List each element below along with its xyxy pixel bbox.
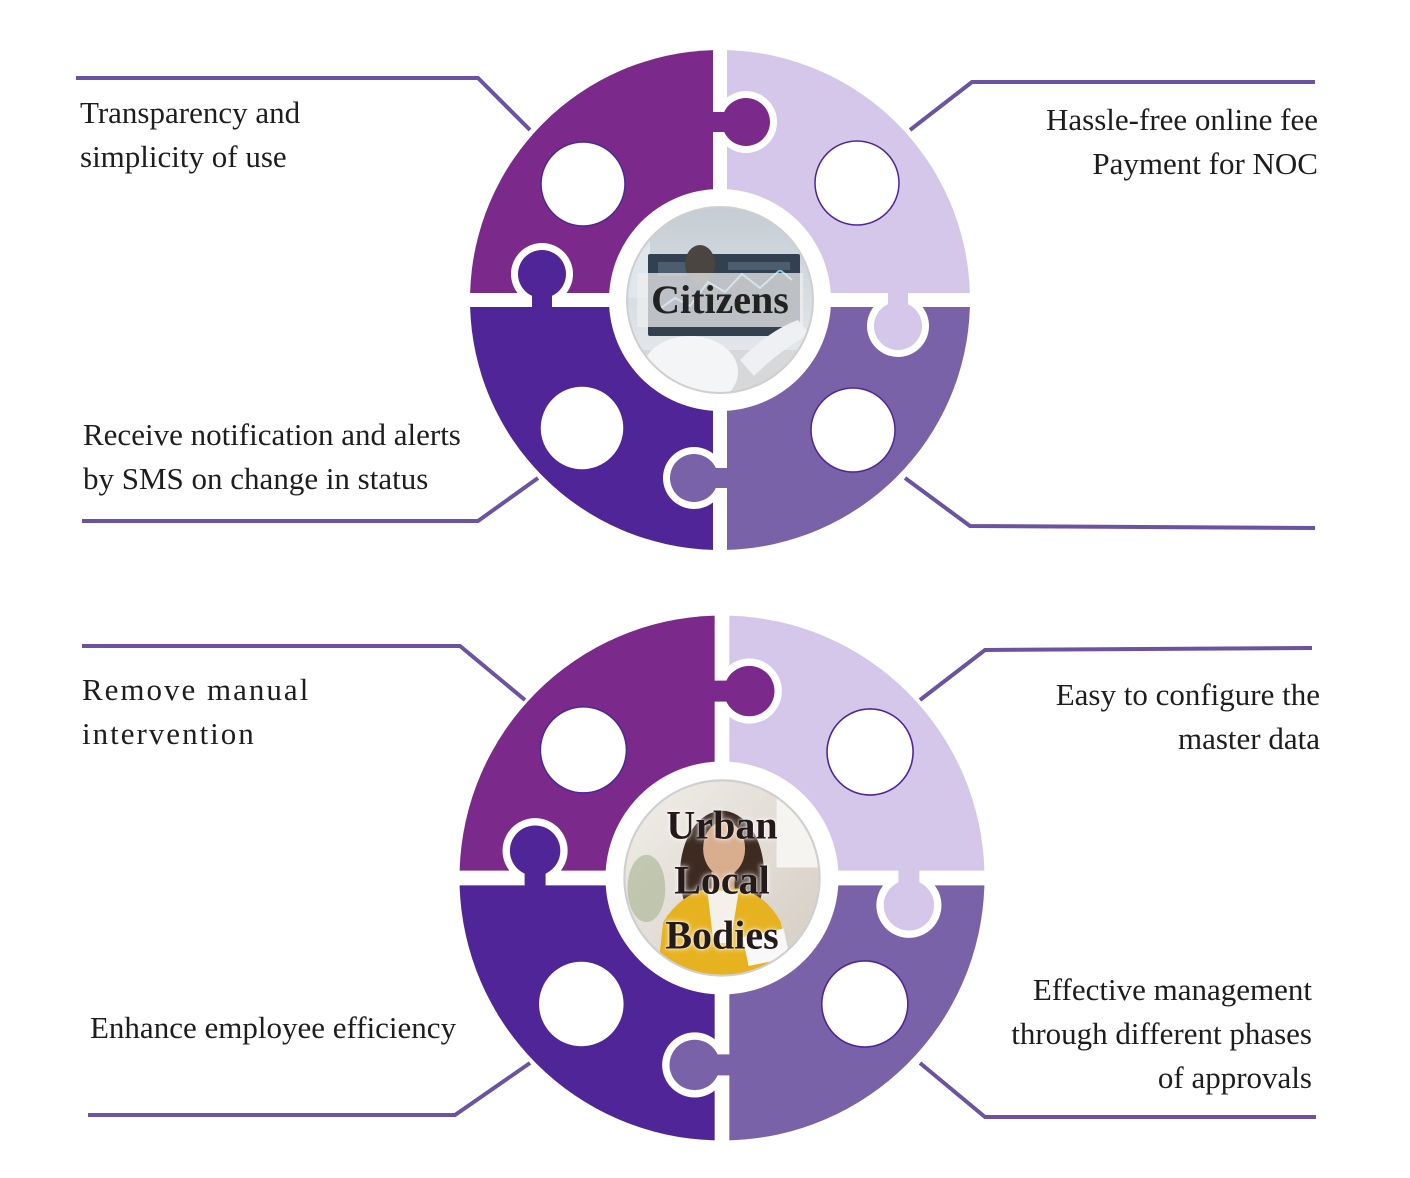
citizens-puzzle bbox=[470, 50, 970, 550]
hole-top-right bbox=[814, 140, 900, 226]
feature-text-line: simplicity of use bbox=[80, 139, 287, 174]
feature-text-line: Enhance employee efficiency bbox=[90, 1010, 457, 1045]
knob-bottom bbox=[670, 454, 718, 502]
hole-top-right bbox=[826, 708, 914, 796]
feature-text-line: through different phases bbox=[1011, 1016, 1312, 1051]
feature-text-line: of approvals bbox=[1157, 1060, 1312, 1095]
knob-right bbox=[883, 880, 935, 931]
hole-top-left bbox=[539, 706, 628, 794]
feature-text-line: Receive notification and alerts bbox=[83, 417, 461, 452]
feature-text-line: Effective management bbox=[1032, 972, 1312, 1007]
ulb-photo bbox=[624, 780, 820, 976]
knob-left bbox=[509, 825, 561, 876]
feature-text-line: Payment for NOC bbox=[1092, 146, 1318, 181]
hole-bottom-left bbox=[539, 385, 625, 471]
connector-bottom-left bbox=[82, 476, 540, 523]
connector-top-left bbox=[76, 76, 532, 132]
connector-top-right bbox=[908, 80, 1315, 132]
feature-text-line: Remove manual bbox=[82, 672, 311, 707]
citizens-feature-bottom-left: Receive notification and alerts by SMS o… bbox=[83, 413, 461, 501]
citizens-title: Citizens bbox=[637, 273, 803, 327]
connector-bottom-right bbox=[918, 1061, 1316, 1119]
hole-bottom-right bbox=[820, 960, 909, 1048]
feature-text-line: Easy to configure the bbox=[1055, 677, 1320, 712]
connector-bottom-left bbox=[88, 1061, 532, 1117]
hole-bottom-left bbox=[537, 960, 626, 1048]
citizens-feature-top-right: Hassle-free online fee Payment for NOC bbox=[1046, 98, 1318, 186]
photo-person-face bbox=[703, 821, 746, 876]
knob-right bbox=[874, 302, 922, 350]
hole-bottom-right bbox=[810, 387, 896, 473]
connector-top-left bbox=[82, 644, 527, 702]
feature-text-line: Hassle-free online fee bbox=[1046, 102, 1318, 137]
knob-bottom bbox=[669, 1039, 720, 1091]
connector-top-right bbox=[918, 646, 1313, 702]
feature-text-line: master data bbox=[1177, 721, 1320, 756]
citizens-feature-top-left: Transparency and simplicity of use bbox=[80, 91, 300, 179]
ulb-feature-bottom-left: Enhance employee efficiency bbox=[90, 1006, 456, 1050]
knob-left bbox=[518, 250, 566, 298]
photo-paper bbox=[742, 928, 790, 967]
ulb-connectors bbox=[82, 644, 1316, 1119]
feature-text-line: Transparency and bbox=[80, 95, 301, 130]
connector-bottom-right bbox=[903, 476, 1316, 530]
ulb-title-line: Urban bbox=[666, 802, 778, 848]
citizens-center-label: Citizens bbox=[637, 273, 803, 327]
ulb-puzzle bbox=[459, 615, 985, 1141]
ulb-title-line: Local bbox=[674, 857, 770, 903]
ulb-feature-top-right: Easy to configure the master data bbox=[1056, 673, 1320, 761]
photo-person-arm bbox=[740, 320, 810, 376]
knob-top bbox=[724, 665, 775, 717]
feature-text-line: by SMS on change in status bbox=[83, 461, 429, 496]
photo-screen-panel bbox=[728, 262, 790, 270]
ulb-title-line: Bodies bbox=[665, 912, 779, 958]
hole-top-left bbox=[540, 141, 626, 227]
photo-ring bbox=[623, 779, 821, 977]
photo-person-top bbox=[707, 890, 739, 944]
ulb-feature-bottom-right: Effective management through different p… bbox=[1011, 968, 1312, 1100]
ulb-center-label: Urban Local Bodies bbox=[665, 798, 778, 963]
knob-top bbox=[722, 98, 770, 146]
photo-plant bbox=[627, 854, 666, 923]
ulb-feature-top-left: Remove manual intervention bbox=[82, 668, 310, 756]
citizens-connectors bbox=[76, 76, 1316, 530]
feature-text-line: intervention bbox=[82, 716, 256, 751]
photo-ring bbox=[626, 206, 814, 394]
